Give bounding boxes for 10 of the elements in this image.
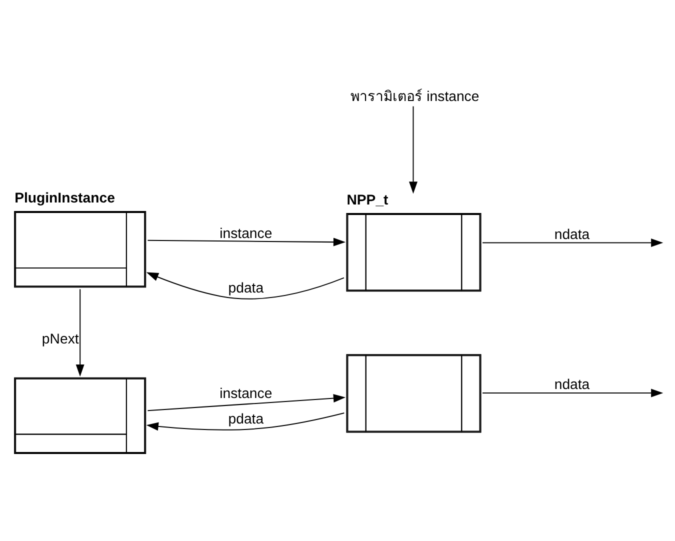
edge-label: ndata bbox=[554, 225, 590, 242]
edge-label: pNext bbox=[42, 330, 79, 346]
edge-label: instance bbox=[220, 384, 272, 401]
node-label: NPP_t bbox=[346, 191, 388, 208]
edge-label: pdata bbox=[228, 410, 264, 426]
node-text: พารามิเตอร์ instance bbox=[350, 87, 480, 104]
edge-label: pdata bbox=[228, 278, 264, 295]
edge-label: instance bbox=[220, 224, 272, 240]
node-label: PluginInstance bbox=[14, 189, 115, 206]
edge-label: ndata bbox=[554, 376, 590, 392]
